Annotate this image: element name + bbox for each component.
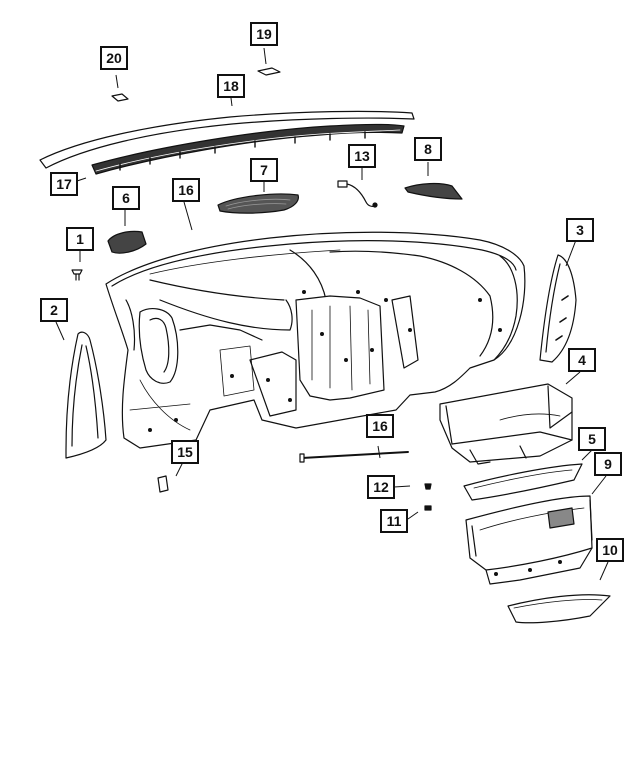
right-speaker-grille: [404, 182, 463, 200]
callout-19: 19: [250, 22, 278, 46]
center-speaker-grille: [217, 193, 299, 214]
callout-15: 15: [171, 440, 199, 464]
nut-fastener: [424, 505, 432, 511]
callout-1: 1: [66, 227, 94, 251]
small-bracket: [157, 475, 169, 493]
callout-20: 20: [100, 46, 128, 70]
push-pin-fastener: [71, 269, 83, 281]
trim-clip: [111, 93, 129, 102]
right-end-cap: [539, 254, 577, 363]
defroster-trim-strip: [39, 110, 415, 175]
reinforcement-rod: [299, 451, 409, 463]
glove-box-bin: [439, 383, 573, 465]
callout-16-upper: 16: [172, 178, 200, 202]
callout-9: 9: [594, 452, 622, 476]
callout-8: 8: [414, 137, 442, 161]
lower-tray: [507, 594, 611, 624]
glove-box-door: [465, 495, 593, 585]
glove-box-bezel: [463, 463, 583, 501]
retainer-clip: [257, 67, 281, 76]
instrument-panel-assembly: [105, 231, 526, 449]
callout-11: 11: [380, 509, 408, 533]
callout-13: 13: [348, 144, 376, 168]
callout-17: 17: [50, 172, 78, 196]
screw-fastener: [424, 483, 432, 490]
callout-16-lower: 16: [366, 414, 394, 438]
callout-18: 18: [217, 74, 245, 98]
callout-12: 12: [367, 475, 395, 499]
callout-6: 6: [112, 186, 140, 210]
callout-10: 10: [596, 538, 624, 562]
sun-sensor: [337, 180, 378, 208]
callout-4: 4: [568, 348, 596, 372]
left-speaker-grille: [107, 230, 147, 254]
left-end-cap: [65, 331, 107, 459]
callout-7: 7: [250, 158, 278, 182]
callout-2: 2: [40, 298, 68, 322]
callout-3: 3: [566, 218, 594, 242]
callout-5: 5: [578, 427, 606, 451]
